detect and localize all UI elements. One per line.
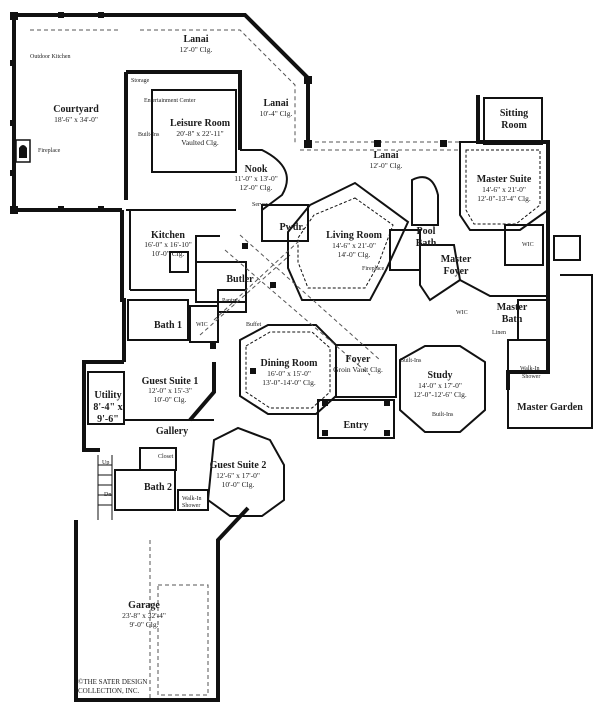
utility-name: Utility [94,390,121,401]
master-garden-name: Master Garden [517,402,583,413]
buffet-label: Buffet [246,321,262,328]
leisure-room-ceiling: Vaulted Clg. [181,138,219,147]
guest-suite-2-name: Guest Suite 2 [210,460,267,471]
stairs-down-label: Dn [104,492,111,498]
lanai-mid-dims: 10'-4" Clg. [260,109,293,118]
copyright-credit: ©THE SATER DESIGN COLLECTION, INC. [78,678,147,695]
dining-room-ceiling: 13'-0"-14'-0" Clg. [262,378,316,387]
master-bath-name-2: Bath [502,314,523,325]
pool-bath-name-2: Bath [416,238,437,249]
lanai-mid-name: Lanai [263,98,288,109]
master-suite-ceiling: 12'-0"-13'-4" Clg. [477,194,531,203]
kitchen-ceiling: 10'-0" Clg. [152,249,185,258]
bath-1-wic-label: WIC [196,322,208,328]
utility-dims-1: 8'-4" x [93,402,122,413]
garage-stairs [97,455,113,520]
master-suite-dims: 14'-6" x 21'-0" [482,185,526,194]
storage-label: Storage [131,78,150,84]
bath-2-name: Bath 2 [144,482,172,493]
utility-dims-2: 9'-6" [97,414,119,425]
master-wic-label: WIC [522,242,534,248]
lanai-top-dims: 12'-0" Clg. [180,45,213,54]
outdoor-kitchen-label: Outdoor Kitchen [30,54,71,60]
entry-name: Entry [344,420,369,431]
master-walk-in-shower-1: Walk-In [520,366,540,372]
columns [10,12,447,436]
courtyard-name: Courtyard [53,104,99,115]
pantry-label: Pantry [222,298,238,304]
entertainment-center-label: Entertainment Center [144,98,195,104]
master-foyer-name-1: Master [441,254,472,265]
sitting-room-name-2: Room [501,120,527,131]
lanai-right-name: Lanai [373,150,398,161]
powder-room-name: Pwdr. [280,222,305,233]
study-built-ins-bottom-label: Built-Ins [432,412,454,418]
garage-dims: 23'-8" x 32'-4" [122,611,166,620]
stairs-up-label: Up [102,460,109,466]
foyer-name: Foyer [346,354,372,365]
dining-room-name: Dining Room [261,358,319,369]
room-labels: Lanai 12'-0" Clg. Outdoor Kitchen Courty… [30,34,583,629]
study-ceiling: 12'-0"-12'-6" Clg. [413,390,467,399]
master-bath-name-1: Master [497,302,528,313]
courtyard-dims: 18'-6" x 34'-0" [54,115,98,124]
lanai-right-dims: 12'-0" Clg. [370,161,403,170]
living-room-dims: 14'-6" x 21'-0" [332,241,376,250]
courtyard-fireplace-icon [15,139,31,163]
credit-line-2: COLLECTION, INC. [78,687,139,695]
garage-name: Garage [128,600,160,611]
master-suite-name: Master Suite [477,174,532,185]
nook-dims: 11'-0" x 13'-0" [234,174,278,183]
interior-walls [87,89,593,517]
study-built-ins-top-label: Built-Ins [400,358,422,364]
guest-suite-1-dims: 12'-0" x 15'-3" [148,386,192,395]
guest-suite-1-name: Guest Suite 1 [142,376,199,387]
gallery-name: Gallery [156,426,188,437]
nook-name: Nook [245,164,268,175]
dining-room-dims: 16'-0" x 15'-0" [267,369,311,378]
kitchen-dims: 16'-0" x 16'-10" [144,240,192,249]
foyer-ceiling: Groin Vault Clg. [333,365,383,374]
nook-ceiling: 12'-0" Clg. [240,183,273,192]
leisure-room-dims: 20'-8" x 22'-11" [176,129,223,138]
bath-1-name: Bath 1 [154,320,182,331]
guest-suite-2-ceiling: 10'-0" Clg. [222,480,255,489]
study-dims: 14'-0" x 17'-0" [418,381,462,390]
bath-2-walk-in-shower-2: Shower [182,503,200,509]
master-walk-in-shower-2: Shower [522,374,540,380]
living-room-name: Living Room [326,230,383,241]
closet-label: Closet [158,454,174,460]
leisure-room-name: Leisure Room [170,118,231,129]
credit-line-1: ©THE SATER DESIGN [78,678,147,686]
bath-2-walk-in-shower-1: Walk-In [182,496,202,502]
butler-name: Butler [226,274,254,285]
dashed-overhang-lines [30,29,460,700]
guest-suite-2-dims: 12'-6" x 17'-0" [216,471,260,480]
living-room-ceiling: 14'-0" Clg. [338,250,371,259]
pool-bath-name-1: Pool [417,226,436,237]
garage-ceiling: 9'-0" Clg. [130,620,159,629]
leisure-built-ins-label: Built-Ins [138,132,160,138]
living-fireplace-label: Fireplace [362,266,385,272]
bath-wic-label: WIC [456,310,468,316]
server-label: Server [252,202,268,208]
sitting-room-name-1: Sitting [500,108,528,119]
guest-suite-1-ceiling: 10'-0" Clg. [154,395,187,404]
kitchen-name: Kitchen [151,230,185,241]
courtyard-fireplace-label: Fireplace [38,148,61,154]
linen-label: Linen [492,330,506,336]
lanai-top-name: Lanai [183,34,208,45]
master-foyer-name-2: Foyer [444,266,470,277]
study-name: Study [427,370,452,381]
